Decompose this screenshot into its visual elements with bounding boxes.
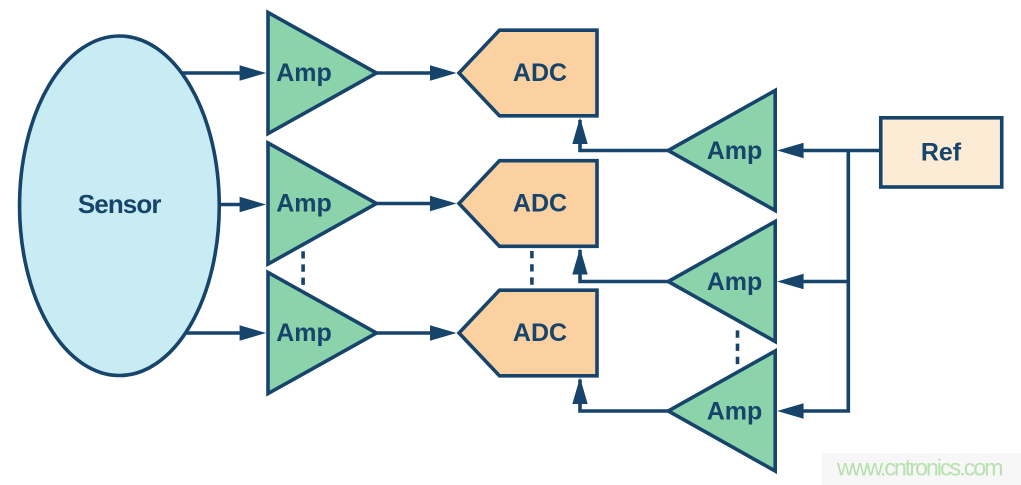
svg-text:Amp: Amp xyxy=(276,59,332,87)
svg-text:Amp: Amp xyxy=(276,190,332,218)
svg-text:Ref: Ref xyxy=(921,139,962,167)
svg-text:ADC: ADC xyxy=(513,59,567,87)
svg-text:Amp: Amp xyxy=(707,137,763,165)
svg-text:ADC: ADC xyxy=(513,190,567,218)
svg-text:Sensor: Sensor xyxy=(78,189,162,219)
svg-text:Amp: Amp xyxy=(276,319,332,347)
svg-text:Amp: Amp xyxy=(707,398,763,426)
svg-text:ADC: ADC xyxy=(513,319,567,347)
svg-text:www.cntronics.com: www.cntronics.com xyxy=(836,455,1002,481)
svg-text:Amp: Amp xyxy=(707,268,763,296)
